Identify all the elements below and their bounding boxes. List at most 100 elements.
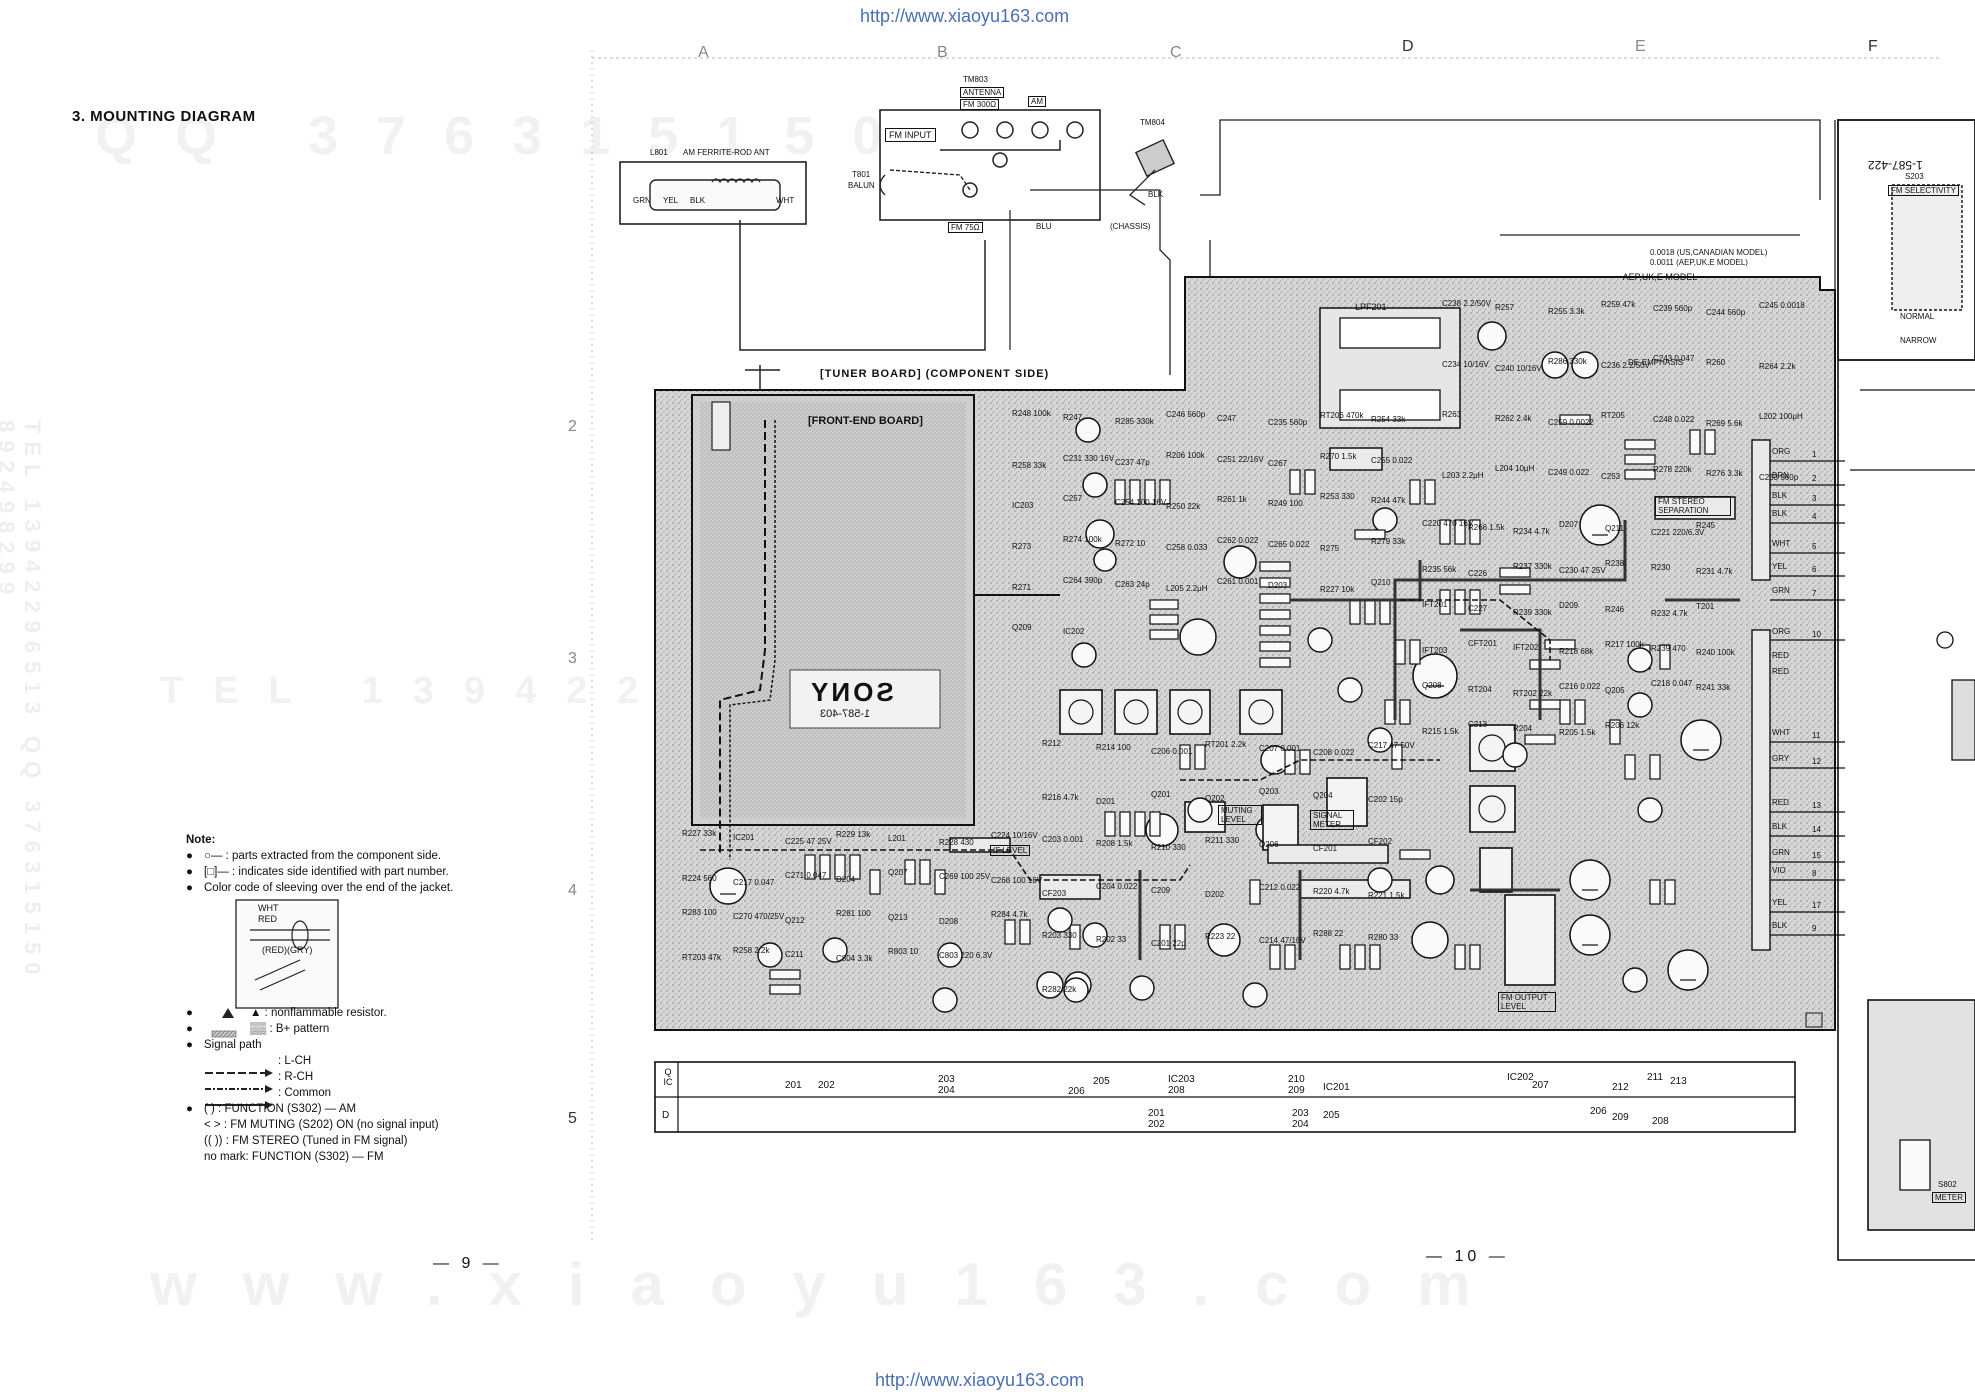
connector-pin-12: 13 — [1812, 801, 1821, 810]
component-label: R238 — [1605, 559, 1625, 568]
component-label: C265 0.022 — [1268, 540, 1310, 549]
component-label: RT202 22k — [1513, 689, 1552, 698]
component-label: R282 22k — [1042, 985, 1077, 994]
component-label: T201 — [1696, 602, 1715, 611]
component-label: R223 22 — [1205, 932, 1236, 941]
component-label: C243 0.047 — [1653, 354, 1695, 363]
component-label: CF203 — [1042, 889, 1067, 898]
legend-bplus-text: ▒▒ : B+ pattern — [250, 1023, 330, 1035]
component-label: C247 — [1217, 414, 1237, 423]
note-item-2: ●[□]— : indicates side identified with p… — [186, 866, 449, 878]
component-label: RT203 47k — [682, 953, 721, 962]
component-label: C225 47 25V — [785, 837, 832, 846]
connector-pin-7: 10 — [1812, 630, 1821, 639]
component-label: C234 10/16V — [1442, 360, 1489, 369]
blk-wire2-label: BLK — [690, 196, 706, 205]
sleeve-label-red: RED — [258, 914, 278, 924]
component-label: C212 0.022 — [1259, 883, 1301, 892]
component-label: R258 2.2k — [733, 946, 770, 955]
component-label: C251 22/16V — [1217, 455, 1264, 464]
component-label: R279 33k — [1371, 537, 1406, 546]
component-label: R273 — [1012, 542, 1032, 551]
component-label: R261 1k — [1217, 495, 1247, 504]
note-item-2-text: [□]— : indicates side identified with pa… — [204, 866, 449, 878]
component-label: C214 47/16V — [1259, 936, 1306, 945]
component-label: Q202 — [1205, 794, 1225, 803]
component-label: C254 100 16V — [1115, 498, 1167, 507]
component-label: C224 10/16V — [991, 831, 1038, 840]
connector-color-17: BLK — [1772, 921, 1788, 930]
table-cell-q: IC202 — [1507, 1072, 1534, 1083]
table-cell-d: 208 — [1652, 1116, 1669, 1127]
component-label: R260 — [1706, 358, 1726, 367]
component-label: R202 33 — [1096, 935, 1127, 944]
component-label: R248 100k — [1012, 409, 1051, 418]
tuner-board-label: [TUNER BOARD] (COMPONENT SIDE) — [820, 368, 1050, 380]
component-label: D209 — [1559, 601, 1579, 610]
mode-muting: < > : FM MUTING (S202) ON (no signal inp… — [186, 1117, 526, 1133]
component-label: C270 470/25V — [733, 912, 785, 921]
component-label: R239 470 — [1651, 644, 1686, 653]
component-label: D201 — [1096, 797, 1116, 806]
component-label: C271 0.047 — [785, 871, 827, 880]
component-label: R230 — [1651, 563, 1671, 572]
component-label: Q203 — [1259, 787, 1279, 796]
fm-selectivity-label: FM SELECTIVITY — [1888, 185, 1959, 196]
us-canadian-label: 0.0018 (US,CANADIAN MODEL) — [1650, 248, 1768, 257]
component-label: R803 10 — [888, 947, 919, 956]
component-label: Q211 — [1605, 524, 1624, 533]
component-label: C245 0.0018 — [1759, 301, 1805, 310]
component-label: D207 — [1559, 520, 1579, 529]
connector-color-6: GRN — [1772, 586, 1790, 595]
component-label: D202 — [1205, 890, 1225, 899]
component-label: L203 2.2μH — [1442, 471, 1484, 480]
table-cell-d: 205 — [1323, 1110, 1340, 1121]
component-label: C269 100 25V — [939, 872, 991, 881]
component-label: D204 — [836, 875, 856, 884]
component-label: R253 330 — [1320, 492, 1355, 501]
grid-letter-a: A — [698, 44, 709, 61]
connector-pin-0: 1 — [1812, 450, 1817, 459]
component-label: Q204 — [1313, 791, 1333, 800]
component-label: R217 100k — [1605, 640, 1644, 649]
component-label: C220 470 16V — [1422, 519, 1474, 528]
component-label: R250 22k — [1166, 502, 1201, 511]
aep-model-label: AEP,UK,E MODEL — [1622, 272, 1698, 282]
component-label: C208 0.022 — [1313, 748, 1355, 757]
component-label: Q205 — [1605, 686, 1625, 695]
legend-nonflammable-text: ▲ : nonflammable resistor. — [250, 1007, 387, 1019]
component-label: R254 33k — [1371, 415, 1406, 424]
aep-uk-label: 0.0011 (AEP,UK,E MODEL) — [1650, 258, 1748, 267]
connector-pin-13: 14 — [1812, 825, 1821, 834]
page-number-left: — 9 — — [433, 1255, 503, 1272]
connector-pin-17: 9 — [1812, 924, 1817, 933]
component-label: C202 15p — [1368, 795, 1403, 804]
component-label: R274 100k — [1063, 535, 1102, 544]
component-label: C249 0.022 — [1548, 468, 1590, 477]
component-label: R227 33k — [682, 829, 717, 838]
component-label: C235 560p — [1268, 418, 1308, 427]
s203-label: S203 — [1905, 172, 1924, 181]
component-label: R249 100 — [1268, 499, 1303, 508]
component-label: R214 100 — [1096, 743, 1131, 752]
connector-color-11: GRY — [1772, 754, 1790, 763]
meter-label: METER — [1932, 1192, 1966, 1203]
component-label: L202 100μH — [1759, 412, 1803, 421]
watermark-vertical: TEL 13942296513 QQ 376315150 892498299 — [0, 420, 45, 983]
component-label: Q213 — [888, 913, 908, 922]
fm-output-level-label: FM OUTPUT LEVEL — [1498, 992, 1556, 1012]
component-label: L205 2.2μH — [1166, 584, 1208, 593]
component-label: IC201 — [733, 833, 755, 842]
table-cell-d: 206 — [1590, 1106, 1607, 1117]
header-url[interactable]: http://www.xiaoyu163.com — [860, 6, 1070, 26]
tm803-label: TM803 — [963, 75, 988, 84]
component-label: R246 — [1605, 605, 1625, 614]
component-label: R211 330 — [1205, 836, 1240, 845]
component-label: C264 390p — [1063, 576, 1103, 585]
grid-num-4: 4 — [568, 882, 577, 899]
connector-pin-15: 8 — [1812, 869, 1817, 878]
component-label: C257 — [1063, 494, 1083, 503]
footer-url[interactable]: http://www.xiaoyu163.com — [875, 1370, 1085, 1390]
component-label: C239 560p — [1653, 304, 1693, 313]
table-cell-q: 206 — [1068, 1086, 1085, 1097]
